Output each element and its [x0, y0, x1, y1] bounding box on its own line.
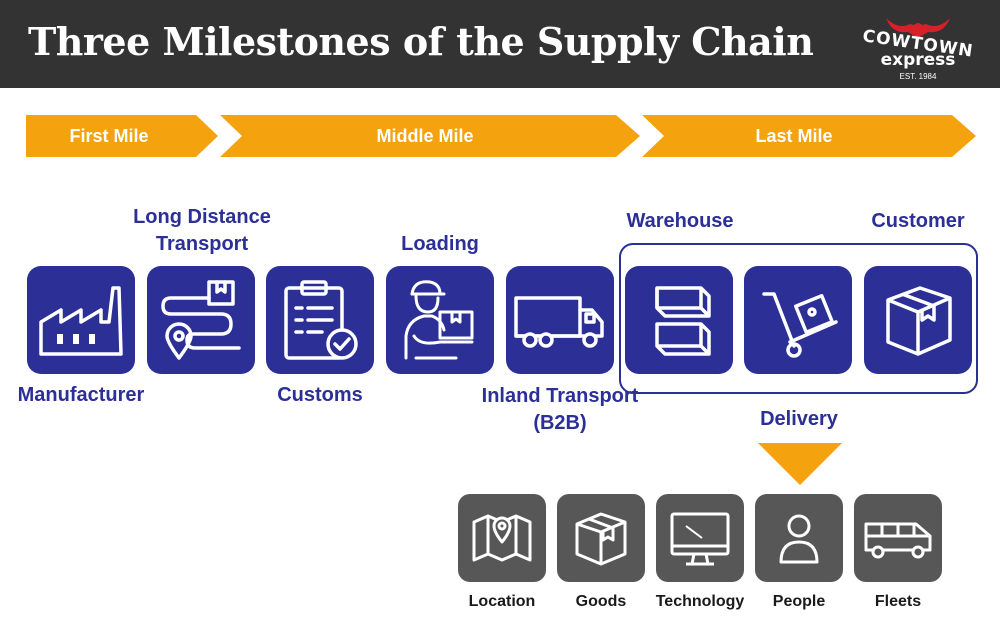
factor-tile-goods — [557, 494, 645, 582]
package-icon — [886, 286, 952, 356]
factor-tile-fleets — [854, 494, 942, 582]
person-icon — [779, 514, 819, 564]
factor-tile-people — [755, 494, 843, 582]
step-tile-loading — [386, 266, 494, 374]
step-label-customer: Customer — [871, 210, 965, 232]
step-tile-manufacturer — [27, 266, 135, 374]
cowtown-logo: COWTOWN express EST. 1984 — [858, 4, 978, 86]
step-tile-delivery — [744, 266, 852, 374]
step-label-inland-transport: Inland Transport (B2B) — [481, 385, 639, 434]
factor-label-location: Location — [468, 593, 536, 610]
logo-line2: express — [880, 50, 956, 70]
step-tile-warehouse — [625, 266, 733, 374]
last-mile-label: Last Mile — [755, 126, 833, 146]
factory-icon — [39, 286, 123, 356]
middle-mile-arrow — [220, 115, 640, 157]
milestone-arrows — [26, 115, 976, 157]
step-tile-customer — [864, 266, 972, 374]
header-bar: Three Milestones of the Supply Chain COW… — [0, 0, 1000, 88]
middle-mile-label: Middle Mile — [376, 126, 474, 146]
step-tile-long-distance — [147, 266, 255, 374]
box-icon — [575, 512, 627, 566]
bull-horns-icon — [886, 18, 950, 38]
hand-truck-icon — [762, 292, 838, 358]
clipboard-check-icon — [284, 280, 358, 360]
step-tile-inland-transport — [506, 266, 614, 374]
delivery-worker-icon — [404, 280, 474, 360]
page-title: Three Milestones of the Supply Chain — [28, 19, 814, 64]
last-mile-arrow — [642, 115, 976, 157]
factor-label-technology: Technology — [655, 593, 745, 610]
route-map-icon — [161, 280, 241, 360]
logo-established: EST. 1984 — [899, 72, 937, 81]
first-mile-arrow — [26, 115, 218, 157]
map-pin-icon — [472, 514, 532, 562]
step-label-long-distance: Long Distance Transport — [133, 206, 271, 255]
first-mile-label: First Mile — [69, 126, 149, 146]
factor-tile-technology — [656, 494, 744, 582]
step-label-warehouse: Warehouse — [626, 210, 734, 232]
factor-label-fleets: Fleets — [874, 593, 922, 610]
factor-label-people: People — [772, 593, 826, 610]
delivery-pointer-arrow — [758, 443, 842, 485]
step-tile-customs — [266, 266, 374, 374]
van-icon — [864, 522, 932, 559]
factor-label-goods: Goods — [575, 593, 627, 610]
last-mile-group — [619, 243, 978, 394]
step-label-manufacturer: Manufacturer — [17, 384, 145, 406]
stacked-boxes-icon — [655, 286, 711, 356]
factor-tile-location — [458, 494, 546, 582]
step-label-loading: Loading — [401, 233, 479, 255]
truck-icon — [514, 296, 604, 348]
step-label-customs: Customs — [277, 384, 363, 406]
step-label-delivery: Delivery — [760, 408, 838, 430]
monitor-icon — [670, 512, 730, 566]
